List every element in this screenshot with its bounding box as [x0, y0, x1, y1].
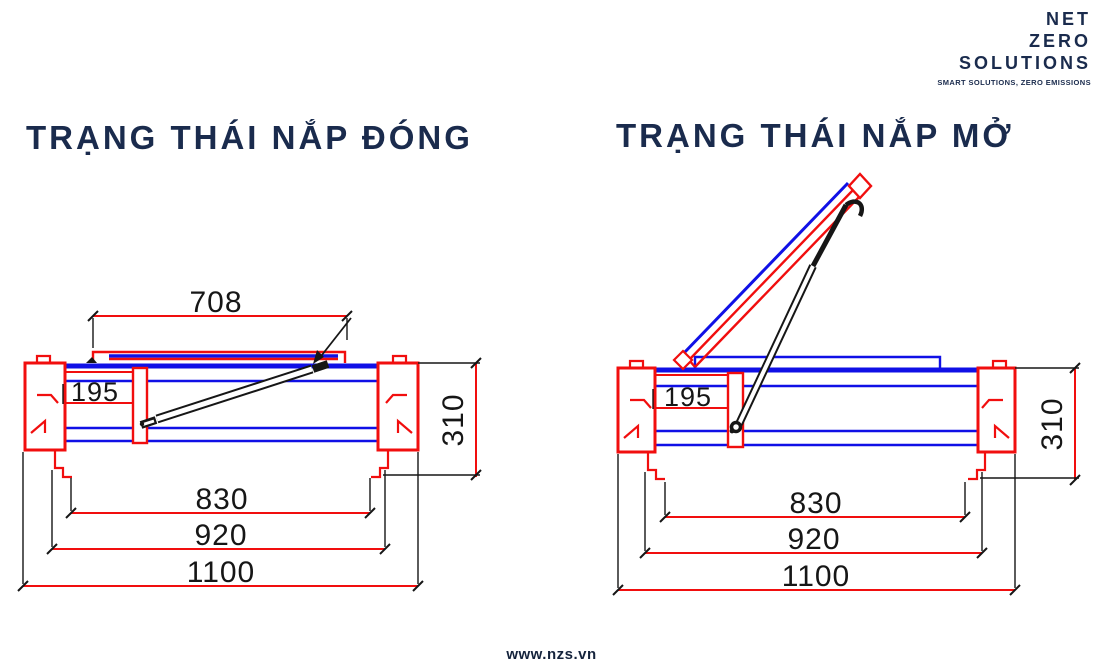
open-strut-top-hook — [844, 199, 864, 218]
open-dim-frame-height: 310 — [1036, 397, 1069, 450]
closed-dim-frame-height: 310 — [437, 393, 470, 446]
closed-strut-cylinder-inner — [156, 366, 313, 422]
open-lid-tip-profile — [847, 172, 873, 200]
open-lid-glass — [681, 181, 850, 356]
closed-strut-pivot-upper — [323, 362, 329, 368]
closed-glass-layers — [65, 379, 378, 443]
open-profile-details — [623, 359, 1010, 481]
open-strut-cylinder-inner — [737, 265, 815, 425]
open-dim-upstand-height: 195 — [664, 382, 712, 412]
brand-line-2: ZERO — [1028, 31, 1091, 51]
closed-dimension-ticks — [17, 310, 482, 592]
closed-profile-details — [30, 354, 413, 479]
footer-website: www.nzs.vn — [506, 646, 597, 663]
closed-frame-profiles — [23, 361, 420, 452]
closed-leader-arrow — [313, 350, 324, 364]
open-strut-bracket — [726, 371, 745, 449]
open-dimension-lines — [618, 368, 1076, 591]
open-dimension-ticks — [612, 362, 1081, 596]
closed-dimension-lines — [23, 315, 477, 587]
closed-strut-bracket — [131, 366, 149, 445]
title-closed-state: TRẠNG THÁI NẮP ĐÓNG — [26, 119, 473, 156]
open-strut-rod — [810, 203, 849, 268]
open-dim-opening-width: 830 — [789, 487, 842, 520]
closed-dim-overall-width: 1100 — [187, 556, 256, 589]
closed-state-drawing: 708 195 310 830 920 1100 — [17, 286, 482, 592]
closed-strut-end-lower-hole — [142, 419, 155, 426]
closed-leader-line — [317, 317, 352, 361]
open-lid — [672, 172, 873, 371]
open-lid-hinge — [672, 349, 694, 371]
open-curb-outline — [693, 355, 942, 368]
closed-dim-opening-width: 830 — [195, 483, 248, 516]
open-glass-layers — [655, 384, 978, 447]
open-dim-overall-width: 1100 — [782, 560, 851, 593]
closed-dim-upstand-height: 195 — [71, 377, 119, 407]
closed-lid-outline — [91, 350, 347, 363]
open-strut-bottom-pin — [729, 428, 735, 434]
brand-tagline: SMART SOLUTIONS, ZERO EMISSIONS — [937, 78, 1091, 87]
open-extension-lines — [617, 367, 1079, 588]
closed-dim-curb-width: 920 — [194, 519, 247, 552]
open-strut-bottom-eyelet — [729, 420, 743, 434]
open-gas-strut — [729, 199, 864, 434]
open-state-drawing: 195 310 830 920 1100 — [612, 172, 1081, 596]
brand-line-3: SOLUTIONS — [958, 53, 1091, 73]
title-open-state: TRẠNG THÁI NẮP MỞ — [616, 117, 1014, 154]
closed-upstand-ref-lines — [65, 371, 133, 404]
brand-logo: NET ZERO SOLUTIONS SMART SOLUTIONS, ZERO… — [937, 8, 1091, 87]
open-dim-curb-width: 920 — [787, 523, 840, 556]
closed-extension-lines — [22, 318, 480, 584]
closed-dim-lid-width: 708 — [189, 286, 242, 319]
closed-gas-strut — [139, 360, 330, 429]
open-upstand-ref-lines — [655, 374, 728, 409]
closed-strut-pivot-lower — [139, 421, 145, 427]
brand-line-1: NET — [1046, 9, 1091, 29]
closed-lid-left-seal — [86, 357, 97, 363]
